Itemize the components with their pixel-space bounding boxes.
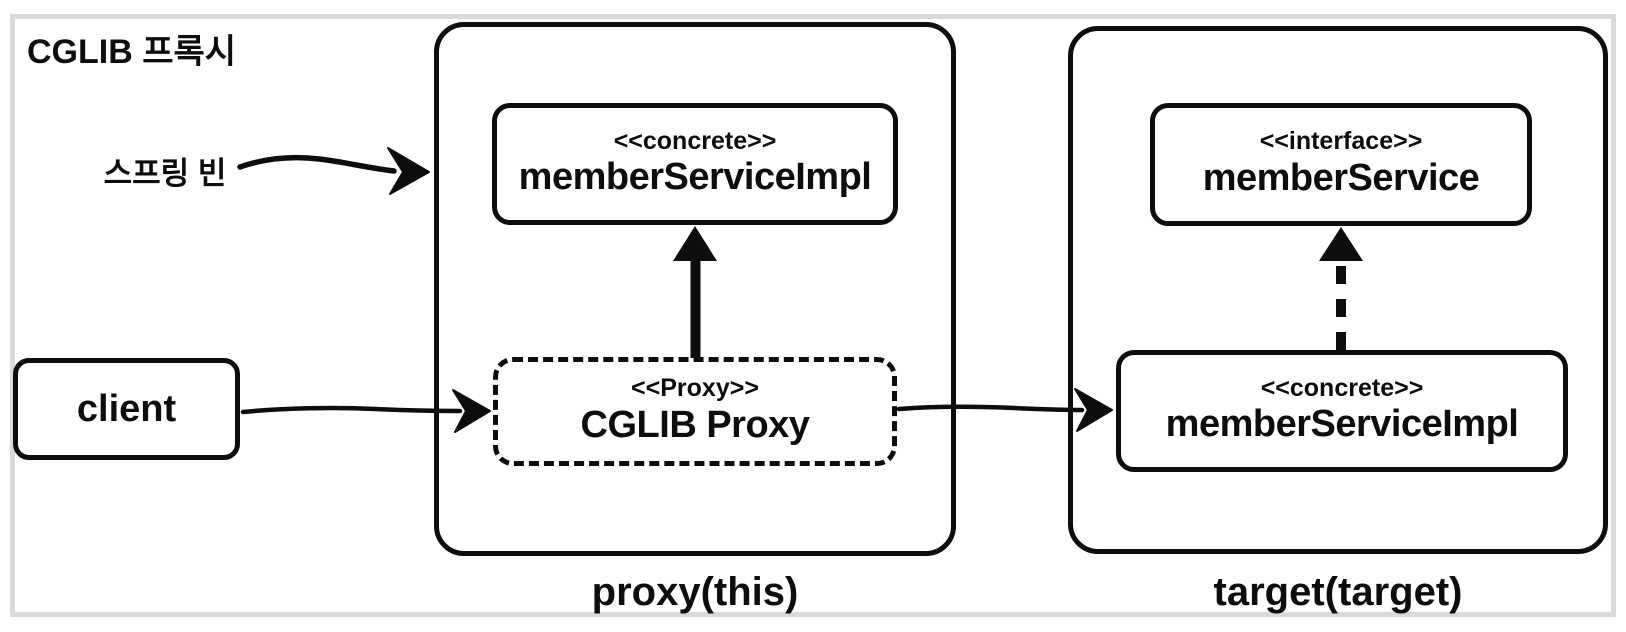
class-name: memberServiceImpl	[1165, 403, 1519, 446]
stereotype-label: <<concrete>>	[613, 126, 777, 155]
stereotype-label: <<interface>>	[1259, 127, 1423, 156]
diagram-title: CGLIB 프록시	[27, 33, 237, 71]
target-container	[1068, 26, 1608, 554]
class-name: CGLIB Proxy	[580, 403, 810, 446]
proxy-container-caption: proxy(this)	[591, 570, 799, 614]
stereotype-label: <<concrete>>	[1260, 373, 1424, 402]
target-member-service-impl-box: <<concrete>> memberServiceImpl	[1116, 350, 1568, 472]
client-label: client	[76, 387, 177, 430]
client-box: client	[13, 358, 240, 460]
stereotype-label: <<Proxy>>	[631, 374, 759, 403]
proxy-member-service-impl-box: <<concrete>> memberServiceImpl	[492, 103, 898, 225]
spring-bean-label: 스프링 빈	[103, 156, 227, 191]
proxy-container	[434, 22, 956, 556]
class-name: memberService	[1202, 156, 1480, 199]
cglib-proxy-box: <<Proxy>> CGLIB Proxy	[493, 357, 897, 466]
member-service-interface-box: <<interface>> memberService	[1150, 103, 1532, 226]
class-name: memberServiceImpl	[518, 156, 872, 199]
target-container-caption: target(target)	[1213, 570, 1463, 614]
